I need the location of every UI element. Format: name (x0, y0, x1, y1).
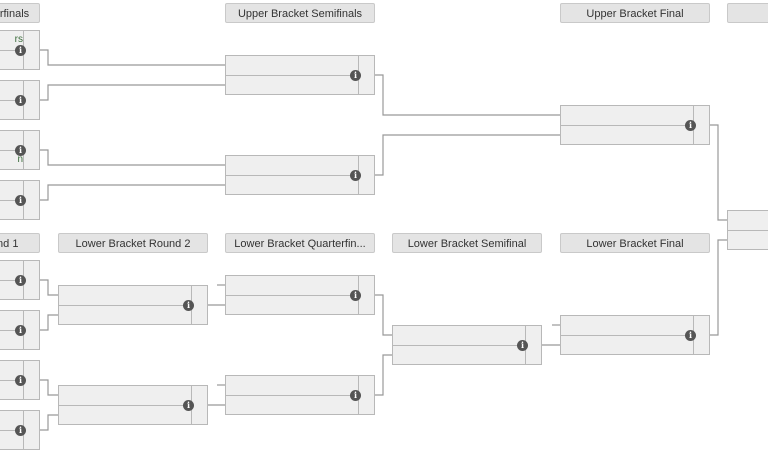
match-info-icon[interactable]: i (15, 375, 26, 386)
match-info-icon[interactable]: i (15, 45, 26, 56)
match-card-ubq2[interactable]: i (0, 80, 40, 120)
match-card-lb1c[interactable]: i (0, 360, 40, 400)
connector-ubq4-ubs2 (40, 184, 225, 201)
match-card-lb1d[interactable]: i (0, 410, 40, 450)
connector-ubq1-ubs1 (40, 49, 225, 66)
match-info-icon[interactable]: i (350, 170, 361, 181)
match-info-icon[interactable]: i (15, 95, 26, 106)
connector-lbf-gf (710, 239, 727, 336)
match-info-icon[interactable]: i (517, 340, 528, 351)
team-slot-2[interactable] (0, 330, 25, 349)
round-header-grand-final (727, 3, 768, 23)
team-slot-2[interactable] (0, 200, 25, 219)
team-slot-2[interactable] (226, 295, 360, 314)
match-card-lbs[interactable]: i (392, 325, 542, 365)
team-slot-2[interactable] (0, 280, 25, 299)
match-info-icon[interactable]: i (15, 275, 26, 286)
match-card-ubf[interactable]: i (560, 105, 710, 145)
round-header-ub-final: Upper Bracket Final (560, 3, 710, 23)
team-slot-2[interactable] (226, 175, 360, 194)
match-info-icon[interactable]: i (685, 120, 696, 131)
connector-ubq2-ubs1 (40, 84, 225, 101)
team-slot-1[interactable] (226, 276, 360, 295)
team-slot-2[interactable] (0, 100, 25, 119)
match-card-ubq4[interactable]: i (0, 180, 40, 220)
connector-lbqb-lbs (375, 354, 392, 396)
connector-ubs1-ubf (375, 74, 560, 116)
match-info-icon[interactable]: i (15, 425, 26, 436)
team-slot-2[interactable] (0, 430, 25, 449)
team-slot-1[interactable] (561, 316, 695, 335)
match-card-ubs2[interactable]: i (225, 155, 375, 195)
team-slot-2[interactable] (561, 335, 695, 354)
team-slot-2[interactable] (393, 345, 527, 364)
match-info-icon[interactable]: i (15, 145, 26, 156)
team-slot-1[interactable] (226, 376, 360, 395)
connector-ubf-gf (710, 124, 727, 221)
match-card-lb2b[interactable]: i (58, 385, 208, 425)
round-header-lb-qf: Lower Bracket Quarterfin... (225, 233, 375, 253)
connector-lb1a-lb2a (40, 279, 58, 296)
team-slot-2[interactable]: n (0, 150, 25, 169)
match-card-lbf[interactable]: i (560, 315, 710, 355)
team-slot-1[interactable] (59, 386, 193, 405)
match-info-icon[interactable]: i (350, 390, 361, 401)
team-slot-1[interactable] (226, 56, 360, 75)
connector-lb1c-lb2b (40, 379, 58, 396)
connector-lb1b-lb2a (40, 314, 58, 331)
team-slot-2[interactable] (226, 75, 360, 94)
match-info-icon[interactable]: i (350, 290, 361, 301)
team-slot-2[interactable] (226, 395, 360, 414)
round-header-lb-final: Lower Bracket Final (560, 233, 710, 253)
team-slot-1[interactable] (561, 106, 695, 125)
team-slot-2[interactable] (728, 230, 768, 249)
team-slot-1[interactable] (393, 326, 527, 345)
match-info-icon[interactable]: i (685, 330, 696, 341)
team-slot-1[interactable] (226, 156, 360, 175)
round-header-ub-semi: Upper Bracket Semifinals (225, 3, 375, 23)
round-header-lb-r1: Lower Bracket Round 1 (0, 233, 40, 253)
match-card-lbqb[interactable]: i (225, 375, 375, 415)
round-header-lb-r2: Lower Bracket Round 2 (58, 233, 208, 253)
match-card-lb1b[interactable]: i (0, 310, 40, 350)
team-slot-1[interactable] (728, 211, 768, 230)
team-slot-2[interactable] (0, 380, 25, 399)
match-card-lb1a[interactable]: i (0, 260, 40, 300)
connector-lb1d-lb2b (40, 414, 58, 431)
match-info-icon[interactable]: i (15, 325, 26, 336)
connector-ubs2-ubf (375, 134, 560, 176)
team-slot-2[interactable] (59, 305, 193, 324)
team-slot-2[interactable] (0, 50, 25, 69)
match-card-gf[interactable]: i (727, 210, 768, 250)
team-slot-1[interactable] (59, 286, 193, 305)
connector-lbqa-lbs (375, 294, 392, 336)
team-slot-1[interactable]: rs (14, 34, 23, 45)
round-header-ub-r1: Upper Bracket Quarterfinals (0, 3, 40, 23)
match-info-icon[interactable]: i (15, 195, 26, 206)
connector-ubq3-ubs2 (40, 149, 225, 166)
match-card-lb2a[interactable]: i (58, 285, 208, 325)
match-info-icon[interactable]: i (183, 400, 194, 411)
team-slot-2[interactable] (59, 405, 193, 424)
round-header-lb-sf: Lower Bracket Semifinal (392, 233, 542, 253)
match-info-icon[interactable]: i (183, 300, 194, 311)
match-card-ubs1[interactable]: i (225, 55, 375, 95)
match-card-lbqa[interactable]: i (225, 275, 375, 315)
team-slot-2[interactable] (561, 125, 695, 144)
match-info-icon[interactable]: i (350, 70, 361, 81)
